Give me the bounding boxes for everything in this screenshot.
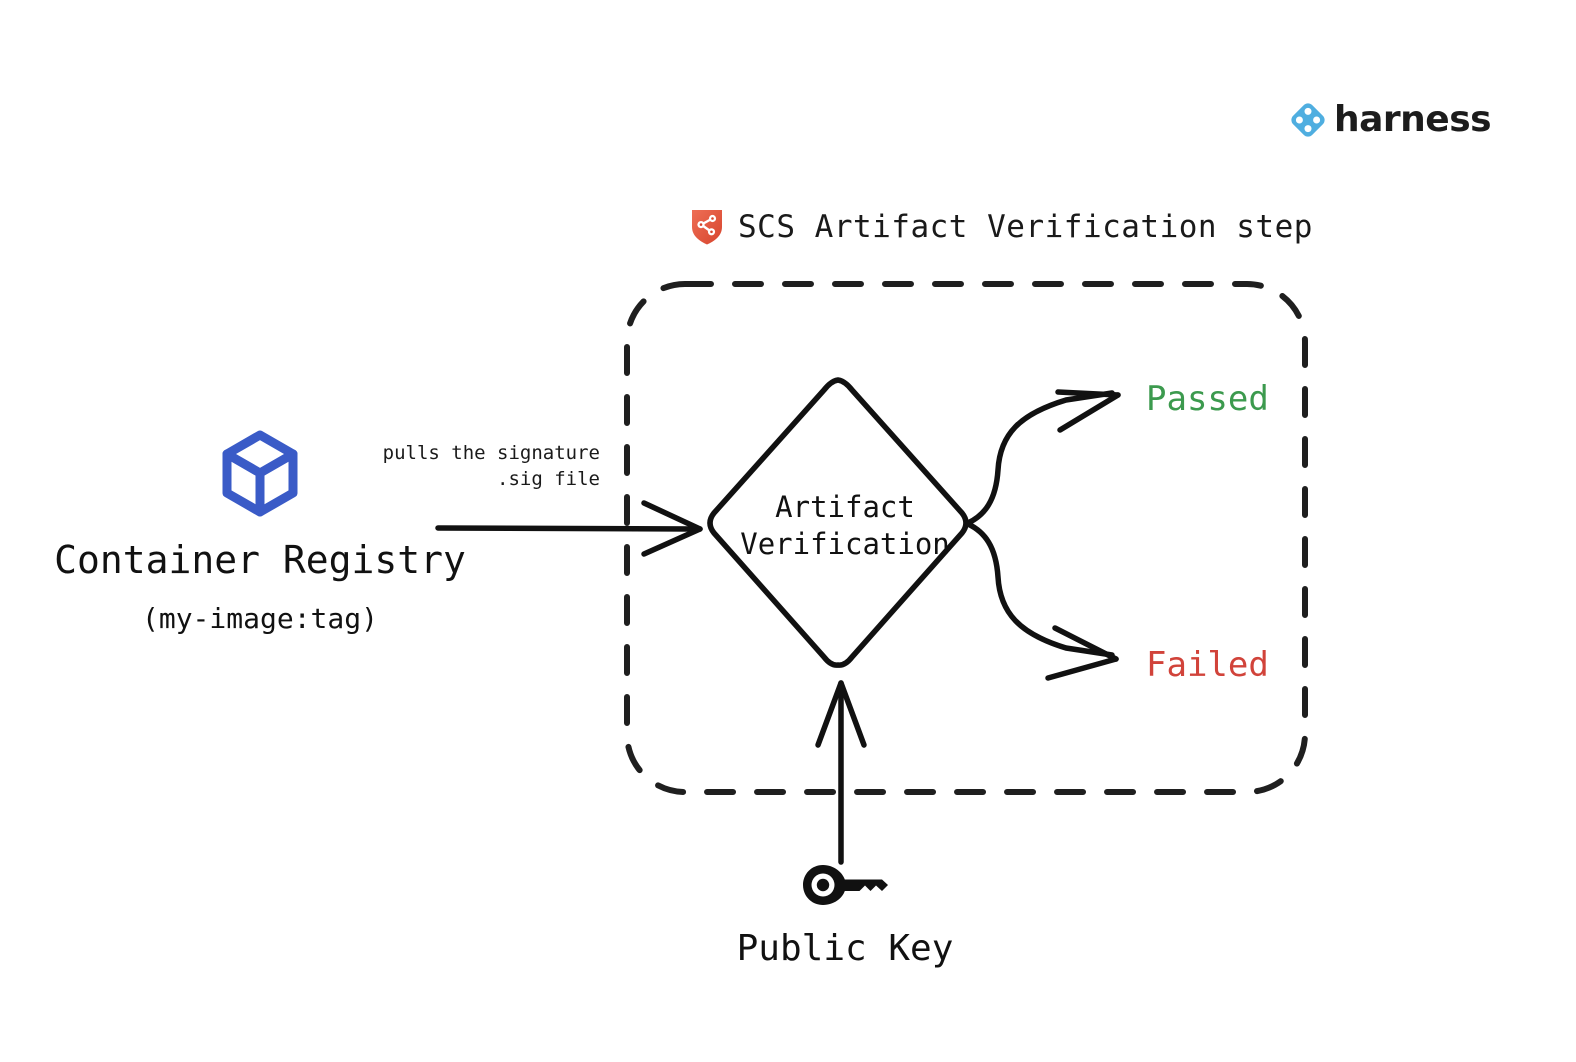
arrow-verification-branch xyxy=(965,389,1121,681)
key-icon xyxy=(803,865,888,905)
artifact-verification-label-line-2: Verification xyxy=(740,527,950,562)
artifact-verification-diamond xyxy=(707,377,969,668)
public-key-title: Public Key xyxy=(736,928,954,969)
container-registry-image-tag: (my-image:tag) xyxy=(141,602,378,635)
scs-step-boundary xyxy=(624,281,1308,795)
edge-label-line-1: pulls the signature xyxy=(382,442,600,464)
scs-step-header: SCS Artifact Verification step xyxy=(690,208,1313,246)
container-registry-node: Container Registry (my-image:tag) xyxy=(40,428,480,635)
artifact-verification-label-line-1: Artifact xyxy=(775,490,915,524)
arrow-registry-to-verification xyxy=(435,500,703,557)
edge-label-line-2: .sig file xyxy=(497,467,600,490)
outcome-label-passed: Passed xyxy=(1146,379,1269,419)
arrow-publickey-to-verification xyxy=(815,680,867,865)
harness-diamond-logo-icon xyxy=(1291,103,1325,137)
shield-supply-chain-icon xyxy=(692,210,722,245)
scs-step-title: SCS Artifact Verification step xyxy=(738,209,1313,245)
harness-wordmark: harness xyxy=(1334,99,1492,140)
outcome-label-failed: Failed xyxy=(1146,645,1269,685)
edge-label-pulls-signature: pulls the signature .sig file xyxy=(372,441,600,492)
container-registry-title: Container Registry xyxy=(54,538,466,582)
public-key-node: Public Key xyxy=(680,862,1010,969)
harness-logo: harness xyxy=(1288,99,1492,140)
artifact-verification-label: Artifact Verification xyxy=(700,489,990,563)
cube-icon xyxy=(222,430,298,517)
